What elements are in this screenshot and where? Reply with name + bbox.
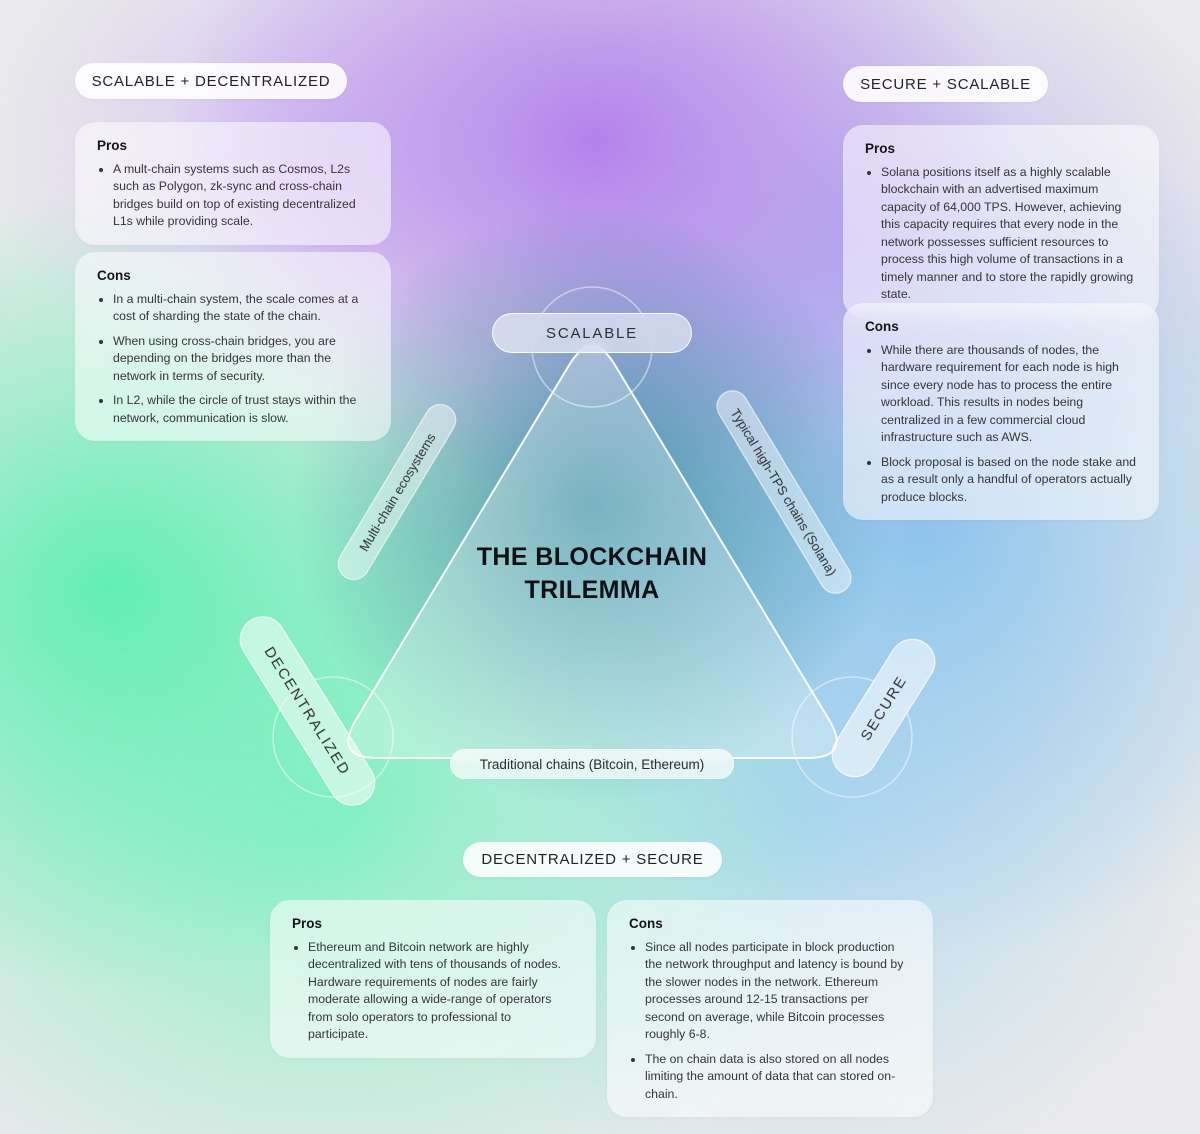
bullet-item: When using cross-chain bridges, you are …	[113, 333, 369, 385]
section-heading-decentralized-secure: DECENTRALIZED + SECURE	[463, 842, 722, 877]
cons-card-secure-scalable: Cons While there are thousands of nodes,…	[843, 303, 1159, 521]
bullet-item: While there are thousands of nodes, the …	[881, 342, 1137, 447]
vertex-pill-scalable: SCALABLE	[492, 313, 692, 353]
section-heading-text: SECURE + SCALABLE	[860, 75, 1031, 93]
edge-label-bottom-text: Traditional chains (Bitcoin, Ethereum)	[479, 756, 705, 772]
cons-list: In a multi-chain system, the scale comes…	[97, 291, 369, 427]
edge-label-bottom: Traditional chains (Bitcoin, Ethereum)	[450, 749, 734, 779]
bullet-item: A mult-chain systems such as Cosmos, L2s…	[113, 161, 369, 231]
card-title: Pros	[292, 916, 323, 931]
bullet-item: In L2, while the circle of trust stays w…	[113, 392, 369, 427]
pros-card-secure-scalable: Pros Solana positions itself as a highly…	[843, 125, 1159, 318]
cons-card-decentralized-secure: Cons Since all nodes participate in bloc…	[607, 900, 933, 1118]
page-title: THE BLOCKCHAIN TRILEMMA	[412, 541, 772, 607]
section-heading-secure-scalable: SECURE + SCALABLE	[843, 66, 1048, 102]
card-title: Pros	[97, 138, 128, 153]
cons-card-scalable-decentralized: Cons In a multi-chain system, the scale …	[75, 252, 391, 442]
pros-list: Ethereum and Bitcoin network are highly …	[292, 939, 574, 1044]
card-title: Cons	[629, 916, 663, 931]
cons-list: While there are thousands of nodes, the …	[865, 342, 1137, 506]
bullet-item: Block proposal is based on the node stak…	[881, 454, 1137, 506]
bullet-item: In a multi-chain system, the scale comes…	[113, 291, 369, 326]
pros-card-scalable-decentralized: Pros A mult-chain systems such as Cosmos…	[75, 122, 391, 245]
page-title-line1: THE BLOCKCHAIN	[476, 543, 708, 571]
card-title: Cons	[865, 319, 899, 334]
pros-list: A mult-chain systems such as Cosmos, L2s…	[97, 161, 369, 231]
card-title: Cons	[97, 268, 131, 283]
cons-list: Since all nodes participate in block pro…	[629, 939, 911, 1103]
section-heading-scalable-decentralized: SCALABLE + DECENTRALIZED	[75, 63, 347, 99]
pros-card-decentralized-secure: Pros Ethereum and Bitcoin network are hi…	[270, 900, 596, 1058]
bullet-item: Ethereum and Bitcoin network are highly …	[308, 939, 574, 1044]
pros-list: Solana positions itself as a highly scal…	[865, 164, 1137, 304]
vertex-label-scalable: SCALABLE	[546, 324, 638, 342]
page-title-line2: TRILEMMA	[524, 576, 660, 604]
section-heading-text: SCALABLE + DECENTRALIZED	[91, 72, 331, 90]
section-heading-text: DECENTRALIZED + SECURE	[481, 851, 704, 868]
card-title: Pros	[865, 141, 896, 156]
bullet-item: Solana positions itself as a highly scal…	[881, 164, 1137, 304]
bullet-item: Since all nodes participate in block pro…	[645, 939, 911, 1044]
bullet-item: The on chain data is also stored on all …	[645, 1051, 911, 1103]
